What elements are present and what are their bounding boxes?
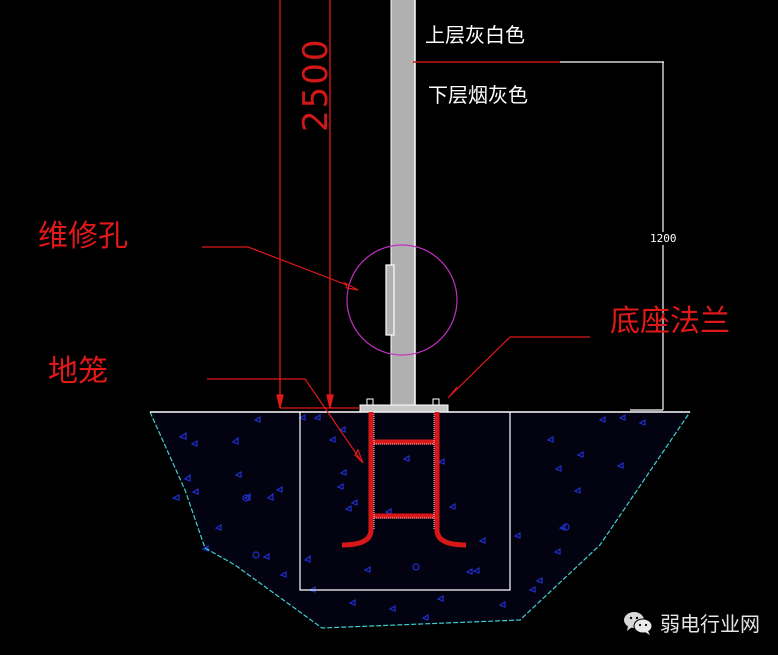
maintenance-hole-circle — [346, 244, 458, 356]
upper-layer-label: 上层灰白色 — [425, 23, 525, 47]
base-flange-label: 底座法兰 — [610, 304, 730, 339]
lamp-pole — [385, 0, 416, 406]
lower-layer-label: 下层烟灰色 — [428, 83, 528, 107]
excavation-outline — [149, 411, 691, 629]
dimension-2500 — [276, 0, 360, 409]
aggregate-marks — [171, 413, 646, 621]
ground-cage-label: 地笼 — [48, 354, 108, 389]
maintenance-hole-leader — [202, 246, 359, 291]
maintenance-door — [385, 264, 395, 336]
base-flange-leader — [447, 336, 590, 399]
maintenance-hole-label: 维修孔 — [38, 219, 128, 254]
watermark-text: 弱电行业网 — [660, 612, 760, 636]
ground-cage — [341, 412, 467, 548]
concrete-foundation — [149, 411, 691, 629]
watermark: 弱电行业网 — [622, 608, 760, 637]
ground-cage-leader — [207, 378, 364, 464]
wechat-icon — [624, 611, 653, 635]
dimension-2500-text: 2500 — [296, 37, 336, 132]
foundation-pit — [299, 412, 511, 591]
dimension-1200-text: 1200 — [649, 232, 678, 245]
